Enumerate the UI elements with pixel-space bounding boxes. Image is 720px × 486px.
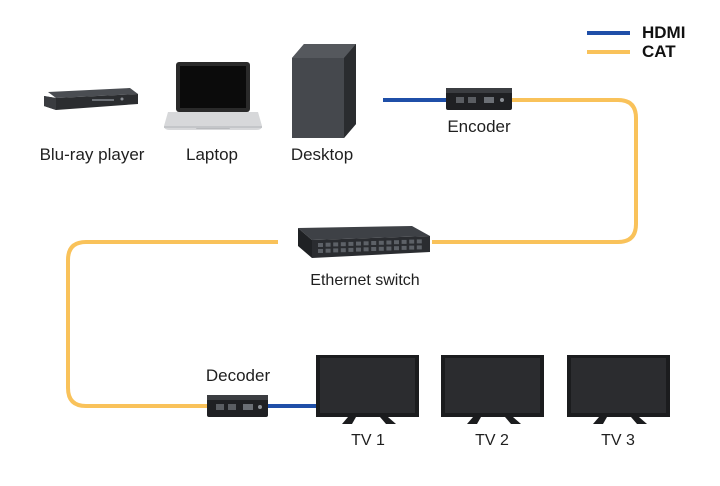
bluray-label: Blu-ray player <box>39 145 145 164</box>
cat-cable-encoder-to-switch <box>432 98 638 244</box>
desktop-label: Desktop <box>290 145 354 164</box>
switch-port <box>363 247 369 252</box>
switch-port <box>378 240 384 245</box>
encoder-label: Encoder <box>447 117 511 136</box>
switch-port <box>333 248 339 253</box>
switch-port <box>340 242 346 247</box>
decoder-label: Decoder <box>205 366 271 385</box>
switch-ports <box>318 239 422 253</box>
laptop-icon <box>164 62 262 130</box>
legend-hdmi-label: HDMI <box>642 23 686 42</box>
blu-ray-player-icon <box>44 88 138 110</box>
encoder-box-icon <box>446 88 512 110</box>
tv3-icon <box>567 355 670 424</box>
ethernet-switch-icon <box>298 226 430 258</box>
cat-cable-switch-to-decoder <box>66 240 278 408</box>
switch-port <box>386 246 392 251</box>
legend-cat-label: CAT <box>642 42 676 61</box>
tv1-icon <box>316 355 419 424</box>
switch-port <box>371 247 377 251</box>
switch-port <box>333 242 339 247</box>
switch-port <box>401 239 407 244</box>
switch-port <box>356 247 361 252</box>
switch-port <box>409 239 415 244</box>
switch-port <box>401 245 407 250</box>
tv3-label: TV 3 <box>601 432 635 449</box>
switch-port <box>348 247 354 252</box>
tv2-label: TV 2 <box>475 432 509 449</box>
laptop-label: Laptop <box>186 145 238 164</box>
switch-port <box>394 240 399 245</box>
ethernet-switch-label: Ethernet switch <box>310 272 420 289</box>
switch-port <box>386 240 392 245</box>
switch-port <box>363 241 369 246</box>
tv1-label: TV 1 <box>351 432 385 449</box>
switch-port <box>378 246 384 251</box>
switch-port <box>416 245 422 250</box>
switch-port <box>325 242 331 247</box>
switch-port <box>409 245 415 250</box>
switch-port <box>325 248 331 253</box>
tv2-icon <box>441 355 544 424</box>
switch-port <box>318 249 323 253</box>
switch-port <box>356 241 361 246</box>
switch-port <box>318 243 323 247</box>
switch-port <box>371 241 377 245</box>
switch-port <box>394 246 399 251</box>
desktop-tower-icon <box>292 44 356 138</box>
switch-port <box>348 241 354 246</box>
decoder-box-icon <box>207 395 268 417</box>
switch-port <box>340 248 346 253</box>
switch-port <box>416 239 422 244</box>
